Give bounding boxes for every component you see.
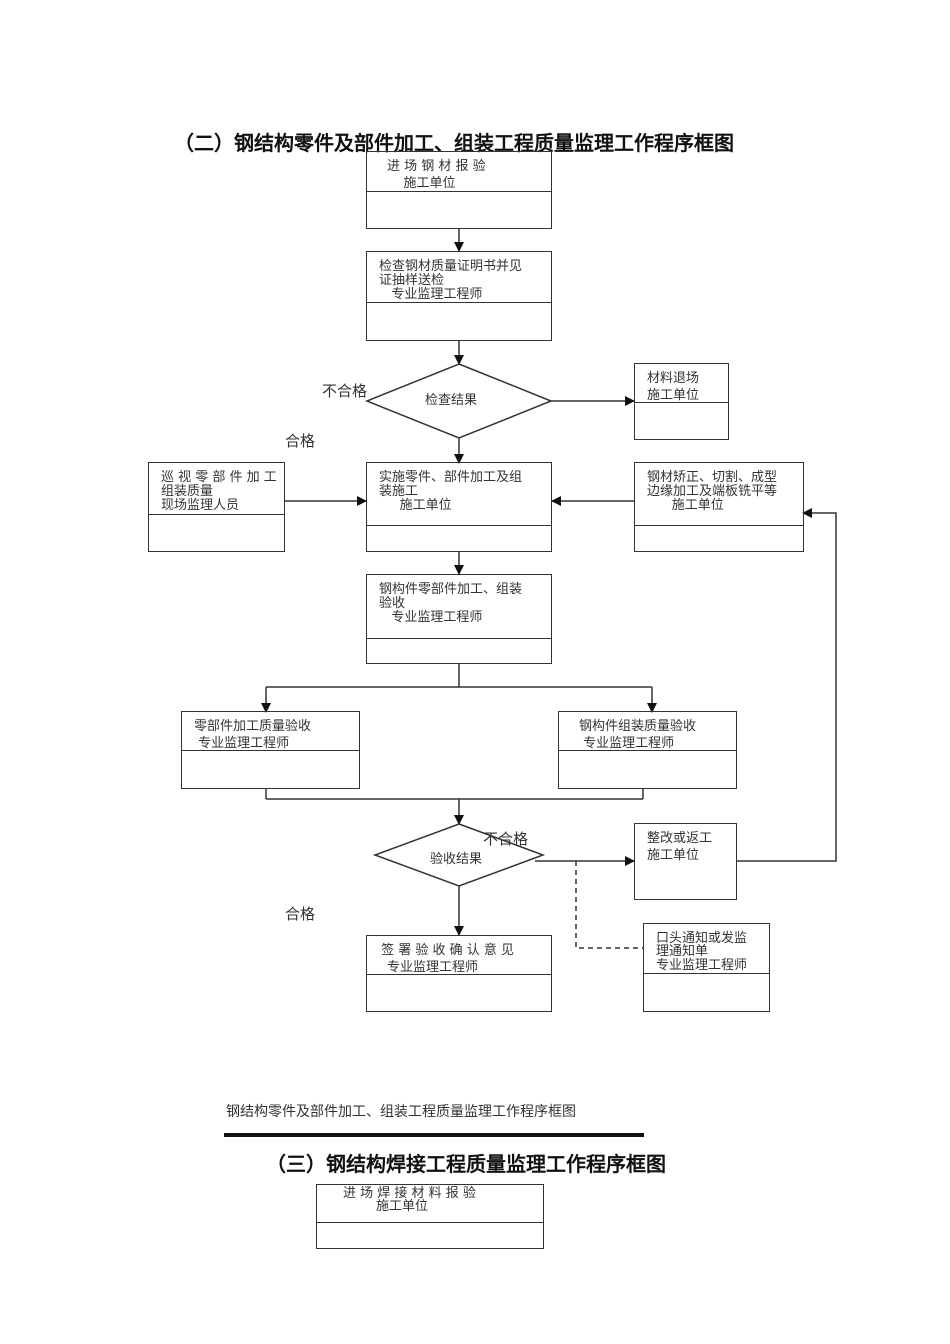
figure-caption: 钢结构零件及部件加工、组装工程质量监理工作程序框图 [226, 1104, 576, 1120]
node-text: 进 场 钢 材 报 验 [387, 159, 486, 174]
node-text: 口头通知或发监 [656, 931, 748, 946]
node-role: 专业监理工程师 [379, 610, 483, 625]
edge-label-fail-1: 不合格 [322, 382, 368, 400]
edge-label-pass-1: 合格 [285, 432, 316, 450]
node-role: 现场监理人员 [161, 498, 240, 513]
edge-label-pass-2: 合格 [285, 905, 316, 923]
node-role: 专业监理工程师 [656, 958, 748, 973]
node-text: 钢材矫正、切割、成型 [647, 470, 778, 485]
node-component-acceptance: 钢构件零部件加工、组装 验收 专业监理工程师 [366, 574, 552, 664]
node-patrol-inspection: 巡 视 零 部 件 加 工 组装质量 现场监理人员 [148, 462, 285, 552]
node-text: 检查钢材质量证明书并见 [379, 259, 523, 274]
node-role: 施工单位 [343, 1199, 429, 1214]
node-text: 验收 [379, 596, 406, 611]
node-verbal-notice: 口头通知或发监 理通知单 专业监理工程师 [643, 923, 770, 1012]
connector-feedback-loop [736, 508, 837, 862]
node-role: 专业监理工程师 [579, 736, 675, 751]
node-text: 钢构件组装质量验收 [579, 719, 697, 734]
node-text: 进 场 焊 接 材 料 报 验 [343, 1186, 476, 1201]
node-text: 实施零件、部件加工及组 [379, 470, 523, 485]
node-text: 钢构件零部件加工、组装 [379, 582, 523, 597]
node-text: 边缘加工及端板铣平等 [647, 484, 778, 499]
decision-check-result-label: 检查结果 [425, 393, 478, 408]
node-text: 证抽样送检 [379, 273, 445, 288]
node-steel-correction: 钢材矫正、切割、成型 边缘加工及端板铣平等 施工单位 [634, 462, 804, 552]
edge-label-fail-2: 不合格 [483, 830, 529, 848]
section-3-title: （三）钢结构焊接工程质量监理工作程序框图 [266, 1152, 666, 1176]
node-implement-processing: 实施零件、部件加工及组 装施工 施工单位 [366, 462, 552, 552]
node-text: 材料退场 [647, 371, 700, 386]
node-part-quality-acceptance: 零部件加工质量验收 专业监理工程师 [181, 711, 360, 789]
node-incoming-steel: 进 场 钢 材 报 验 施工单位 [366, 151, 552, 229]
node-role: 施工单位 [387, 176, 456, 191]
node-material-return: 材料退场 施工单位 [634, 363, 729, 440]
node-text: 巡 视 零 部 件 加 工 [161, 470, 277, 485]
decision-acceptance-result-label: 验收结果 [430, 852, 483, 867]
node-role: 专业监理工程师 [387, 960, 479, 975]
node-rectify-rework: 整改或返工 施工单位 [634, 823, 737, 900]
node-role: 施工单位 [379, 498, 452, 513]
node-role: 施工单位 [647, 498, 724, 513]
node-sign-opinion: 签 署 验 收 确 认 意 见 专业监理工程师 [366, 935, 552, 1012]
node-check-certificates: 检查钢材质量证明书并见 证抽样送检 专业监理工程师 [366, 251, 552, 341]
node-text: 装施工 [379, 484, 419, 499]
node-role: 专业监理工程师 [194, 736, 290, 751]
node-text: 签 署 验 收 确 认 意 见 [377, 943, 515, 958]
node-assembly-quality-acceptance: 钢构件组装质量验收 专业监理工程师 [558, 711, 737, 789]
node-text: 整改或返工 [647, 831, 713, 846]
node-role: 施工单位 [647, 848, 700, 863]
node-incoming-welding-material: 进 场 焊 接 材 料 报 验 施工单位 [316, 1184, 544, 1249]
section-divider [224, 1133, 644, 1137]
node-text: 理通知单 [656, 944, 709, 959]
connector-dashed-notice [575, 861, 643, 949]
node-role: 施工单位 [647, 388, 700, 403]
node-role: 专业监理工程师 [379, 287, 483, 302]
node-text: 组装质量 [161, 484, 214, 499]
node-text: 零部件加工质量验收 [194, 719, 312, 734]
